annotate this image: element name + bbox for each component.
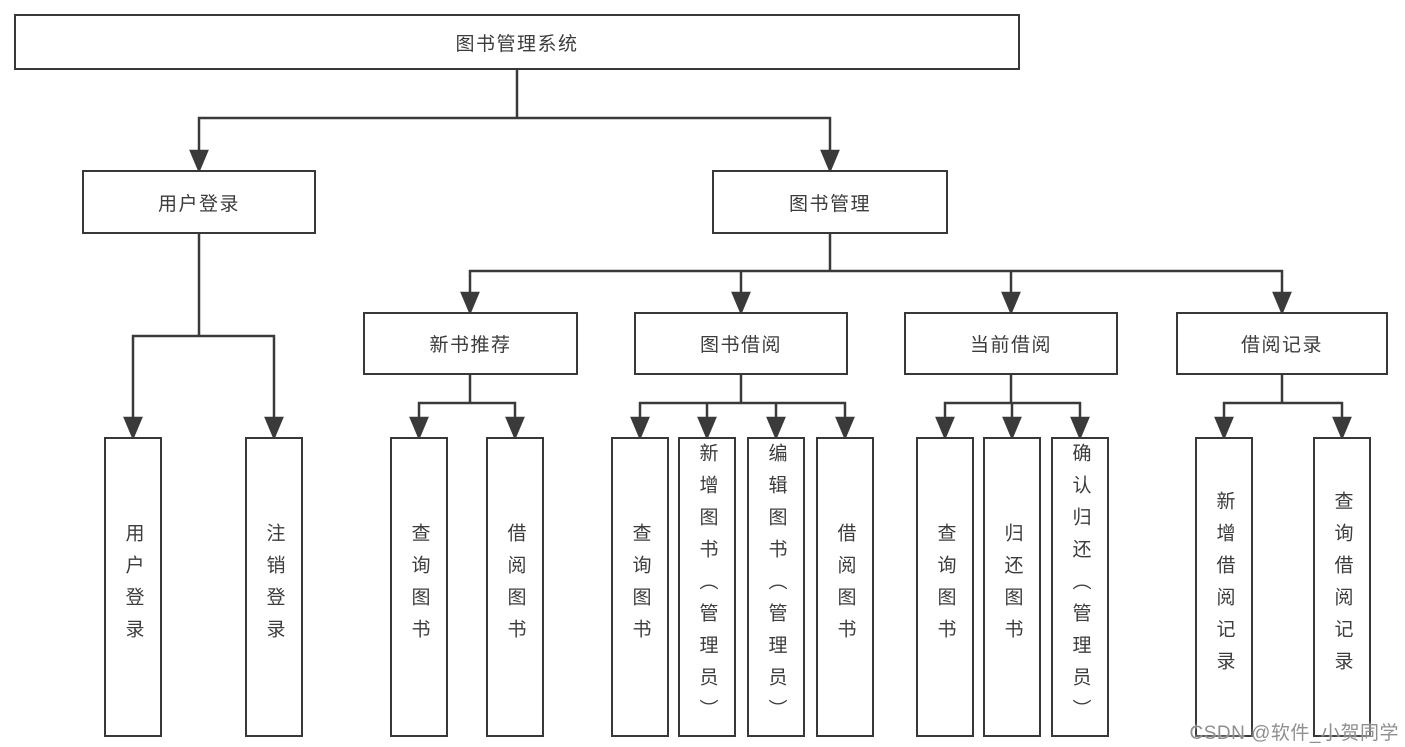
node-book-borrowing-label: 图书借阅 <box>699 335 782 356</box>
node-borrowing-records-label: 借阅记录 <box>1240 335 1323 356</box>
connector-userlogin-to-leaves <box>123 234 284 441</box>
node-leaf-add-books-admin: 新增图书（管理员） <box>678 437 736 737</box>
connector-root-to-level2 <box>189 70 840 174</box>
node-user-login-label: 用户登录 <box>157 193 240 215</box>
node-book-management: 图书管理 <box>712 170 948 234</box>
node-library-system-label: 图书管理系统 <box>455 33 579 55</box>
node-current-borrowing: 当前借阅 <box>904 312 1118 375</box>
node-user-login: 用户登录 <box>82 170 316 234</box>
node-leaf-add-borrow-record: 新增借阅记录 <box>1195 437 1253 737</box>
node-leaf-query-borrow-record: 查询借阅记录 <box>1313 437 1371 737</box>
node-borrowing-records: 借阅记录 <box>1176 312 1388 375</box>
node-leaf-newbook-borrow-books: 借阅图书 <box>486 437 544 737</box>
node-leaf-borrow-books: 借阅图书 <box>816 437 874 737</box>
node-new-book-recommend: 新书推荐 <box>363 312 578 375</box>
connector-newbook-to-leaves <box>409 375 525 441</box>
node-current-borrowing-label: 当前借阅 <box>969 335 1052 356</box>
node-library-system: 图书管理系统 <box>14 14 1020 70</box>
node-leaf-newbook-query-books: 查询图书 <box>390 437 448 737</box>
node-leaf-return-books: 归还图书 <box>983 437 1041 737</box>
csdn-watermark: CSDN @软件_小贺同学 <box>1189 723 1399 744</box>
node-book-management-label: 图书管理 <box>788 193 871 215</box>
node-leaf-user-login: 用户登录 <box>104 437 162 737</box>
node-new-book-recommend-label: 新书推荐 <box>429 335 512 356</box>
connector-records-to-leaves <box>1214 375 1352 441</box>
connector-current-to-leaves <box>935 375 1090 441</box>
node-leaf-confirm-return-admin: 确认归还（管理员） <box>1051 437 1109 737</box>
connector-bookmgmt-to-level3 <box>460 234 1292 316</box>
connector-borrow-to-leaves <box>630 375 855 441</box>
node-book-borrowing: 图书借阅 <box>634 312 848 375</box>
node-leaf-logout: 注销登录 <box>245 437 303 737</box>
node-leaf-edit-books-admin: 编辑图书（管理员） <box>747 437 805 737</box>
node-leaf-borrow-query-books: 查询图书 <box>611 437 669 737</box>
node-leaf-current-query-books: 查询图书 <box>916 437 974 737</box>
